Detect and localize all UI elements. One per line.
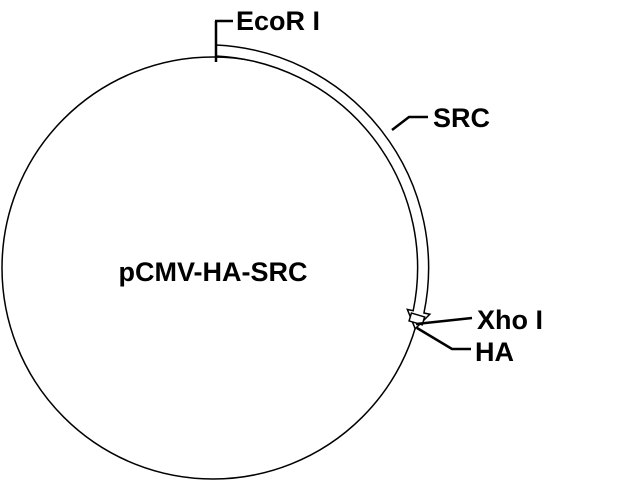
src-label: SRC <box>433 103 490 133</box>
plasmid-name-label: pCMV-HA-SRC <box>119 257 308 287</box>
ecori-label: EcoR I <box>236 6 320 36</box>
src-leader-line <box>391 115 428 131</box>
xhoi-leader-line <box>415 316 473 326</box>
ha-leader-line <box>416 326 471 351</box>
xhoi-label: Xho I <box>477 305 543 335</box>
ha-label: HA <box>475 337 514 367</box>
